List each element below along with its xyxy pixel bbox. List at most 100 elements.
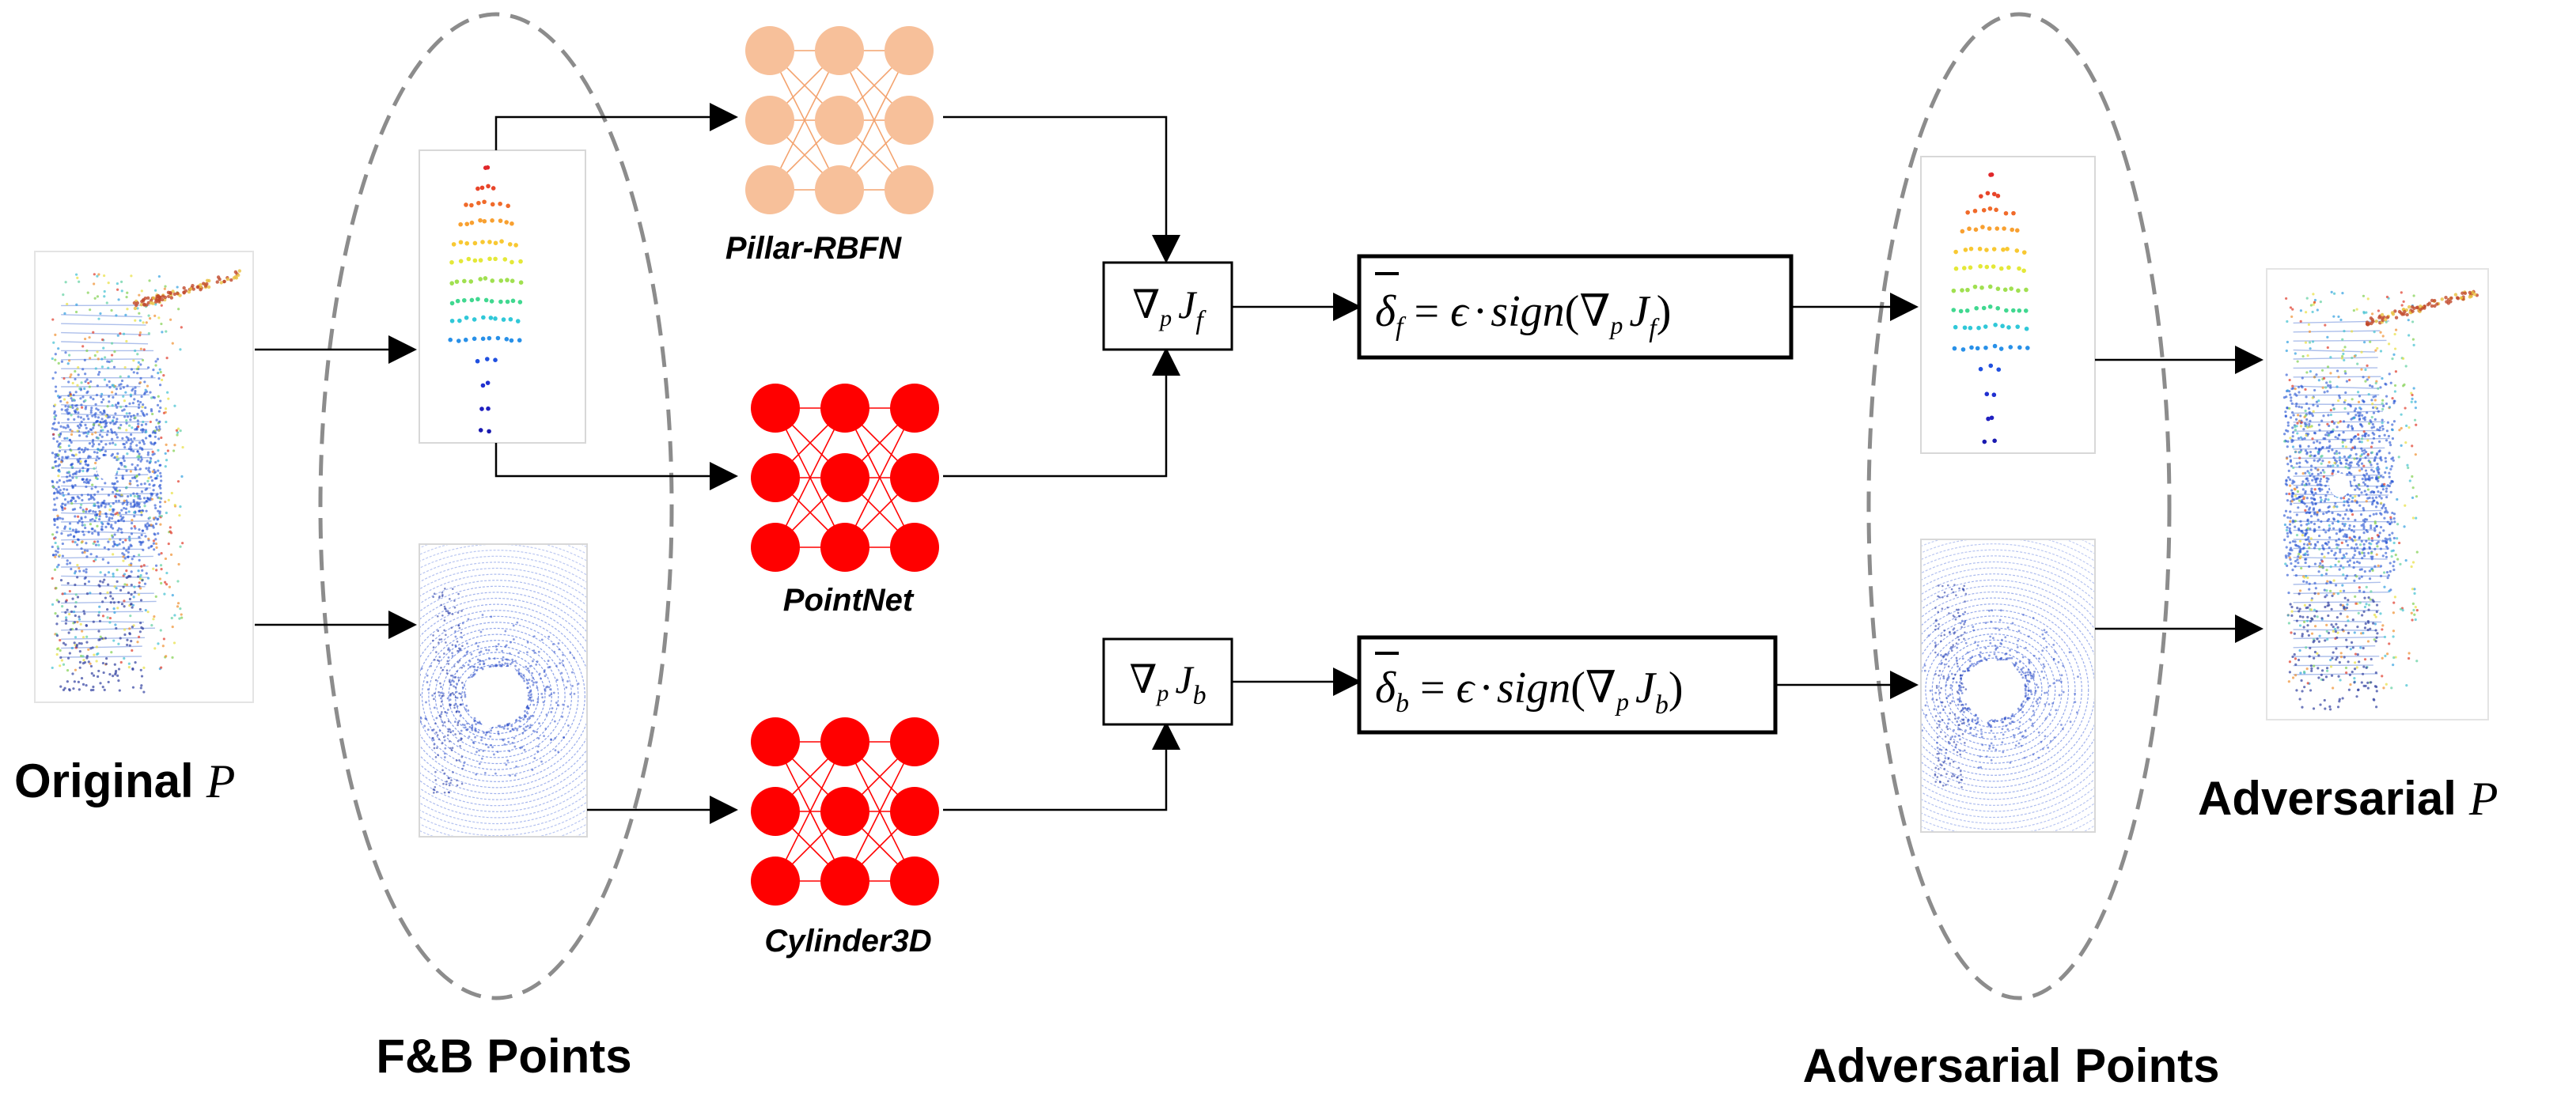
point bbox=[136, 495, 139, 498]
point bbox=[2315, 400, 2319, 403]
point bbox=[2313, 376, 2316, 379]
point bbox=[1937, 757, 1940, 759]
point bbox=[2351, 539, 2354, 543]
point bbox=[2357, 411, 2360, 414]
point bbox=[2327, 510, 2331, 513]
point bbox=[2396, 537, 2399, 540]
point bbox=[2386, 421, 2390, 424]
point bbox=[153, 289, 157, 292]
point bbox=[2001, 728, 2004, 731]
point bbox=[445, 712, 449, 714]
point bbox=[100, 357, 104, 361]
scan-ring bbox=[1922, 621, 2070, 758]
point bbox=[562, 703, 565, 706]
point bbox=[2322, 414, 2325, 418]
point bbox=[58, 491, 61, 494]
point bbox=[2289, 520, 2292, 523]
point bbox=[1944, 705, 1946, 708]
point bbox=[441, 591, 444, 594]
point bbox=[81, 524, 84, 527]
point bbox=[2314, 467, 2317, 470]
point bbox=[91, 483, 94, 486]
point bbox=[2355, 575, 2358, 578]
point bbox=[522, 677, 525, 680]
point bbox=[507, 740, 510, 743]
point bbox=[2345, 459, 2349, 462]
point bbox=[71, 540, 74, 543]
point bbox=[1963, 584, 1965, 588]
point bbox=[52, 341, 55, 344]
point bbox=[76, 407, 79, 411]
point bbox=[420, 667, 423, 670]
point bbox=[536, 731, 539, 734]
point bbox=[484, 733, 487, 736]
point bbox=[138, 403, 141, 407]
point bbox=[2460, 291, 2464, 295]
point bbox=[77, 530, 80, 533]
point bbox=[497, 643, 500, 645]
point bbox=[475, 641, 478, 645]
label-fb-points: F&B Points bbox=[376, 1030, 631, 1083]
point bbox=[101, 580, 104, 584]
point bbox=[89, 518, 92, 522]
point bbox=[2373, 622, 2377, 626]
point bbox=[134, 661, 137, 664]
point bbox=[411, 695, 413, 698]
point bbox=[110, 437, 114, 441]
point bbox=[129, 603, 132, 606]
point bbox=[2016, 646, 2019, 649]
point bbox=[2383, 516, 2386, 520]
point bbox=[2324, 494, 2328, 497]
point bbox=[88, 336, 91, 339]
point bbox=[93, 529, 97, 532]
point bbox=[2024, 730, 2027, 732]
point bbox=[121, 475, 124, 478]
formula-b-eps: ϵ bbox=[1457, 664, 1476, 713]
point bbox=[480, 757, 483, 760]
point bbox=[2316, 637, 2319, 641]
point bbox=[143, 501, 146, 505]
point bbox=[1950, 672, 1953, 675]
point bbox=[2048, 684, 2051, 687]
point bbox=[2009, 286, 2013, 291]
point bbox=[62, 293, 65, 297]
point bbox=[158, 577, 161, 580]
point bbox=[2347, 660, 2350, 664]
point bbox=[2305, 477, 2309, 480]
point bbox=[463, 691, 466, 694]
point bbox=[157, 459, 160, 463]
point bbox=[1989, 641, 1992, 645]
point bbox=[52, 433, 55, 436]
point bbox=[99, 410, 102, 414]
point bbox=[2060, 724, 2063, 726]
point bbox=[2301, 386, 2304, 389]
point bbox=[2358, 535, 2362, 539]
point bbox=[513, 774, 517, 777]
point bbox=[1938, 669, 1941, 672]
point bbox=[2342, 554, 2346, 557]
point bbox=[433, 592, 436, 595]
point bbox=[2290, 631, 2293, 634]
point bbox=[473, 717, 476, 720]
point bbox=[2332, 592, 2335, 596]
point bbox=[2364, 368, 2367, 372]
point bbox=[2360, 350, 2363, 354]
point bbox=[2308, 582, 2311, 585]
point bbox=[2332, 505, 2335, 509]
point bbox=[129, 575, 132, 578]
point bbox=[434, 659, 436, 661]
point bbox=[2370, 537, 2373, 540]
point bbox=[123, 499, 126, 502]
point bbox=[2294, 488, 2297, 491]
point bbox=[2027, 679, 2030, 683]
point bbox=[179, 429, 182, 433]
point bbox=[130, 527, 133, 530]
point bbox=[2341, 338, 2344, 341]
point bbox=[94, 558, 97, 562]
point bbox=[2392, 601, 2396, 604]
point bbox=[2367, 621, 2370, 624]
point bbox=[1998, 618, 2002, 622]
point bbox=[2354, 602, 2358, 605]
point bbox=[99, 571, 102, 574]
